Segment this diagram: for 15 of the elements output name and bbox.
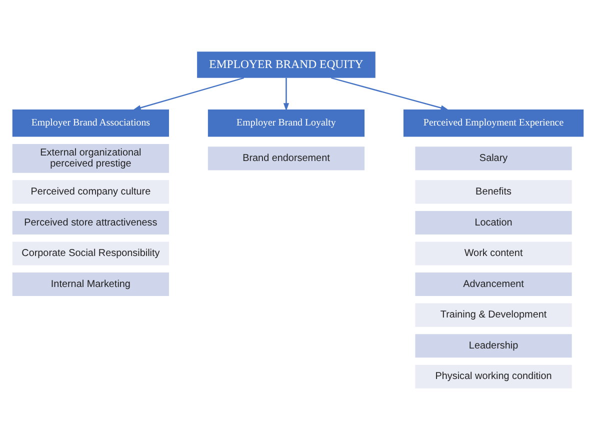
arrow [132,76,244,110]
node-box: Leadership [415,334,572,358]
node-box: Perceived Employment Experience [403,109,584,136]
node-box: Employer Brand Loyalty [208,109,365,136]
node-box: Advancement [415,272,572,296]
node-box: External organizational perceived prestige [12,143,169,172]
node-box: EMPLOYER BRAND EQUITY [197,51,376,78]
node-box: Employer Brand Associations [12,109,169,136]
arrow [283,77,290,111]
node-box: Perceived store attractiveness [12,210,169,234]
node-box: Location [415,210,572,234]
node-box: Internal Marketing [12,272,169,296]
node-box: Salary [415,146,572,170]
arrow [331,76,449,110]
node-box: Brand endorsement [208,146,365,170]
